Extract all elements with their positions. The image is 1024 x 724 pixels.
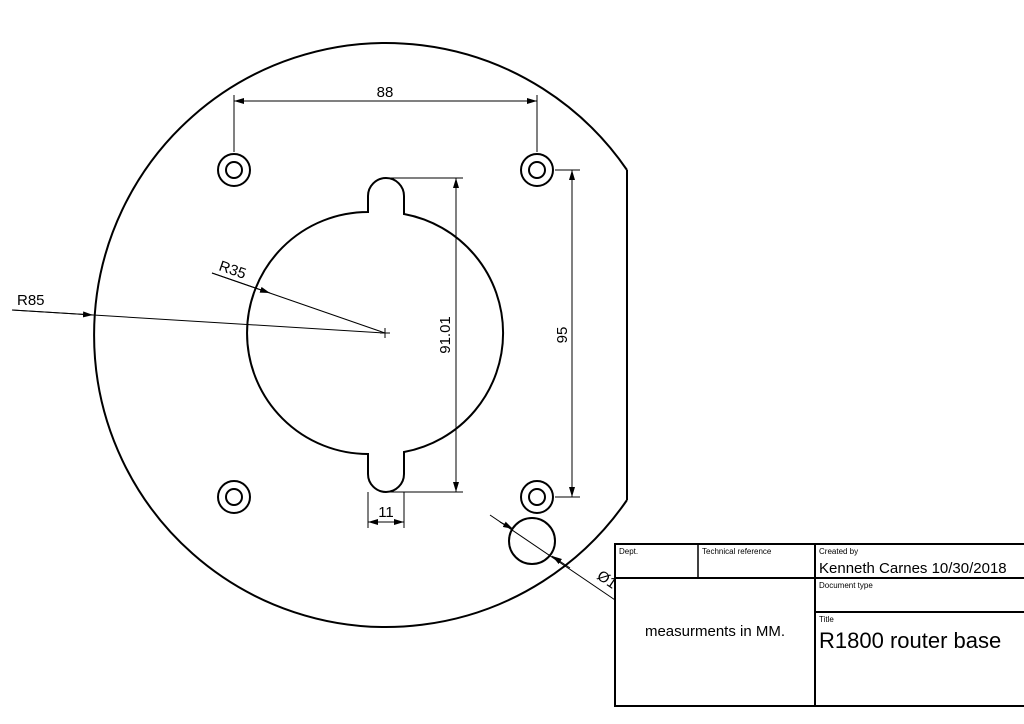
created-by-label: Created by (819, 547, 858, 556)
dept-label: Dept. (619, 547, 638, 556)
mounting-hole (217, 153, 251, 187)
svg-text:88: 88 (377, 84, 394, 101)
center-opening (246, 177, 505, 493)
technical-reference-label: Technical reference (702, 547, 772, 556)
dimension-r85: R85 (11, 292, 386, 334)
dimension-r35: R35 (211, 258, 386, 334)
small-hole (508, 517, 556, 565)
mounting-hole (217, 480, 251, 514)
dimension-88: 88 (233, 84, 538, 152)
dimension-95: 95 (554, 169, 580, 498)
title-value: R1800 router base (819, 628, 1001, 653)
mounting-hole (520, 153, 554, 187)
svg-text:R35: R35 (217, 258, 249, 283)
title-label: Title (819, 615, 834, 624)
document-type-label: Document type (819, 581, 873, 590)
dimension-91-01: 91.01 (386, 177, 463, 493)
created-by-value: Kenneth Carnes 10/30/2018 (819, 560, 1007, 577)
mounting-hole (520, 480, 554, 514)
units-note: measurments in MM. (645, 623, 785, 640)
svg-text:95: 95 (554, 327, 571, 344)
base-plate-outline (93, 42, 628, 628)
svg-text:11: 11 (378, 504, 394, 521)
svg-text:91.01: 91.01 (437, 316, 454, 354)
svg-text:R85: R85 (17, 292, 45, 309)
dimension-11: 11 (367, 492, 405, 528)
title-block: Dept. Technical reference Created by Ken… (614, 543, 1024, 707)
mounting-holes (217, 153, 554, 514)
